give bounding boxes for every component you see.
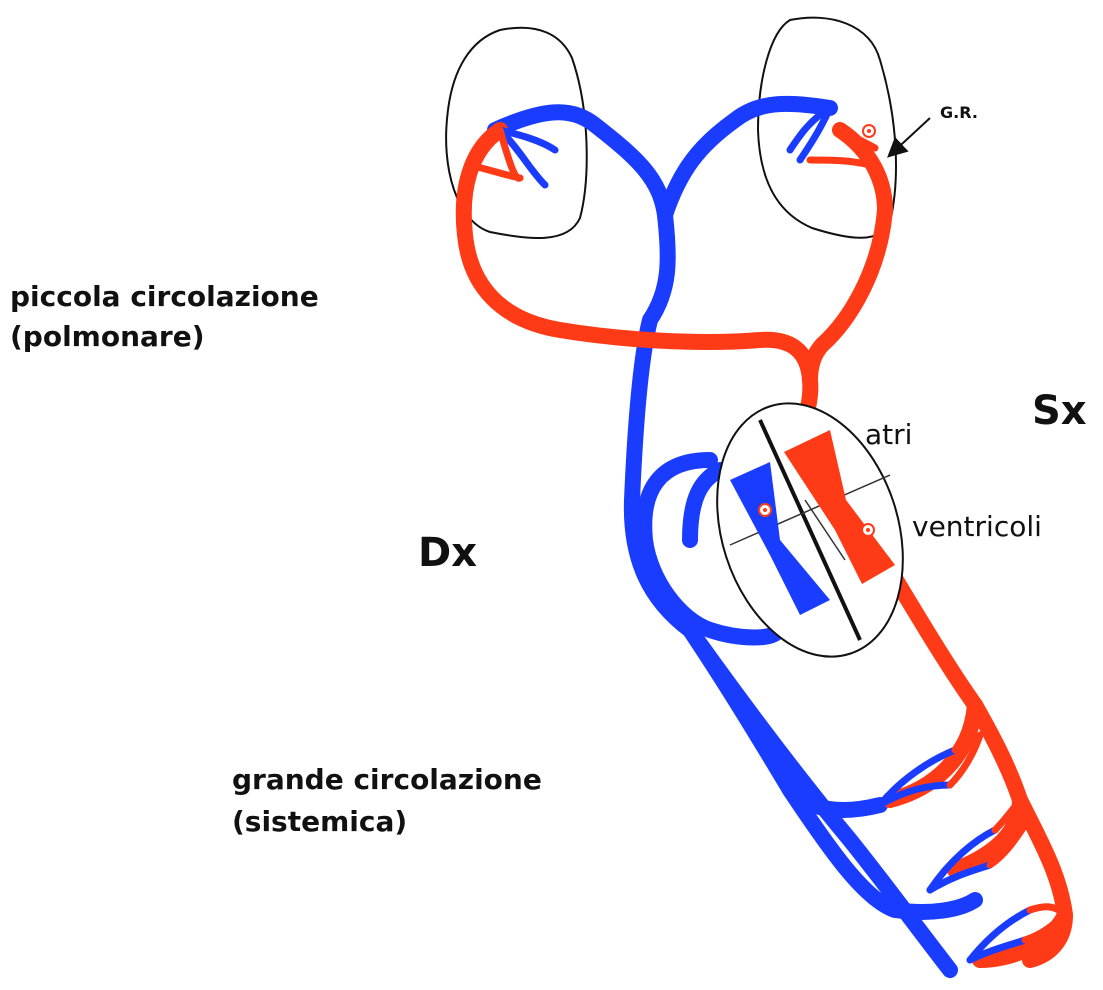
- pulmonary-label-line2: (polmonare): [10, 320, 205, 353]
- right-side-label: Dx: [418, 530, 477, 576]
- ventricles-label: ventricoli: [912, 510, 1042, 543]
- gr-arrow: [890, 118, 930, 155]
- systemic-label-line1: grande circolazione: [232, 763, 542, 796]
- gr-label: G.R.: [940, 103, 978, 122]
- atria-label: atri: [865, 418, 912, 451]
- left-lung-outline: [758, 18, 896, 238]
- systemic-label-line2: (sistemica): [232, 805, 407, 838]
- left-side-label: Sx: [1032, 388, 1087, 434]
- pulmonary-label-line1: piccola circolazione: [10, 280, 319, 313]
